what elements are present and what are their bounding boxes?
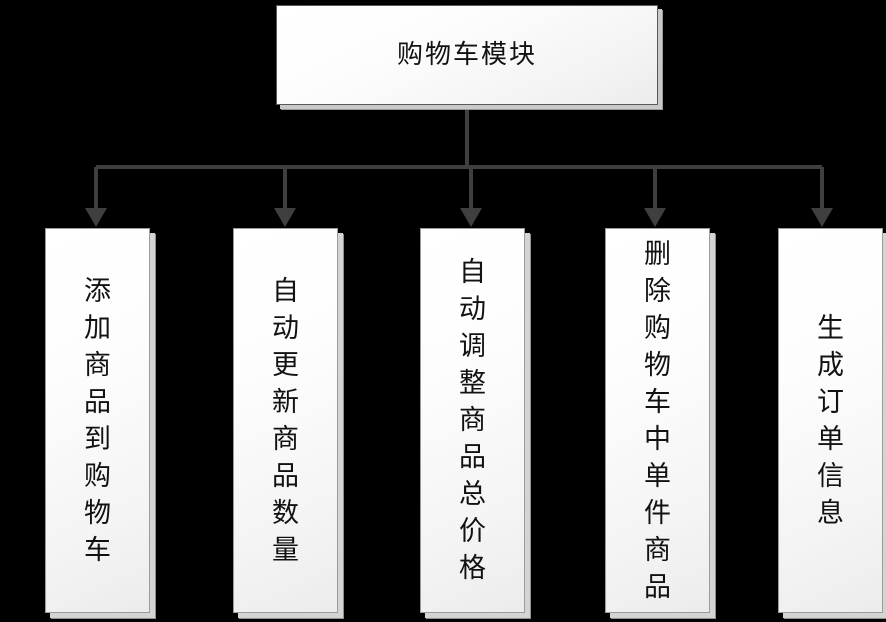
label-glyph: 添 — [84, 275, 111, 307]
node-child-5[interactable]: 生成订单信息 — [778, 228, 883, 613]
label-glyph: 商 — [459, 405, 486, 436]
label-glyph: 自 — [272, 275, 299, 307]
label-glyph: 单 — [817, 423, 844, 455]
label-glyph: 商 — [272, 423, 299, 455]
label-glyph: 成 — [817, 349, 844, 381]
label-glyph: 息 — [817, 497, 844, 529]
node-child-4[interactable]: 删除购物车中单件商品 — [605, 228, 710, 613]
label-glyph: 新 — [272, 386, 299, 418]
label-glyph: 自 — [459, 257, 486, 288]
label-glyph: 信 — [817, 460, 844, 492]
arrow-head-4 — [644, 208, 666, 227]
label-glyph: 中 — [644, 423, 671, 455]
label-glyph: 商 — [644, 534, 671, 566]
node-child-4-label: 删除购物车中单件商品 — [644, 236, 671, 606]
node-child-1[interactable]: 添加商品到购物车 — [45, 228, 150, 613]
node-child-3-label: 自动调整商品总价格 — [459, 254, 486, 587]
label-glyph: 车 — [644, 386, 671, 418]
label-glyph: 删 — [644, 238, 671, 270]
node-child-2[interactable]: 自动更新商品数量 — [233, 228, 338, 613]
label-glyph: 车 — [84, 534, 111, 566]
label-glyph: 商 — [84, 349, 111, 381]
label-glyph: 件 — [644, 497, 671, 529]
node-child-3[interactable]: 自动调整商品总价格 — [420, 228, 525, 613]
label-glyph: 格 — [459, 553, 486, 584]
label-glyph: 品 — [459, 442, 486, 473]
label-glyph: 价 — [459, 516, 486, 547]
label-glyph: 整 — [459, 368, 486, 399]
label-glyph: 生 — [817, 312, 844, 344]
label-glyph: 品 — [84, 386, 111, 418]
label-glyph: 更 — [272, 349, 299, 381]
node-root-label: 购物车模块 — [396, 40, 537, 70]
label-glyph: 到 — [84, 423, 111, 455]
label-glyph: 物 — [644, 349, 671, 381]
label-glyph: 除 — [644, 275, 671, 307]
arrow-head-5 — [811, 208, 833, 227]
arrow-head-1 — [85, 208, 107, 227]
label-glyph: 物 — [84, 497, 111, 529]
label-glyph: 品 — [644, 571, 671, 603]
label-glyph: 数 — [272, 497, 299, 529]
label-glyph: 品 — [272, 460, 299, 492]
node-child-1-label: 添加商品到购物车 — [84, 273, 111, 569]
label-glyph: 购 — [644, 312, 671, 344]
label-glyph: 量 — [272, 534, 299, 566]
label-glyph: 购 — [84, 460, 111, 492]
label-glyph: 加 — [84, 312, 111, 344]
arrow-head-2 — [274, 208, 296, 227]
label-glyph: 总 — [459, 479, 486, 510]
label-glyph: 动 — [459, 294, 486, 325]
label-glyph: 单 — [644, 460, 671, 492]
node-root[interactable]: 购物车模块 — [276, 5, 658, 105]
label-glyph: 调 — [459, 331, 486, 362]
label-glyph: 订 — [817, 386, 844, 418]
label-glyph: 动 — [272, 312, 299, 344]
node-child-2-label: 自动更新商品数量 — [272, 273, 299, 569]
arrow-head-3 — [460, 208, 482, 227]
node-child-5-label: 生成订单信息 — [817, 310, 844, 532]
